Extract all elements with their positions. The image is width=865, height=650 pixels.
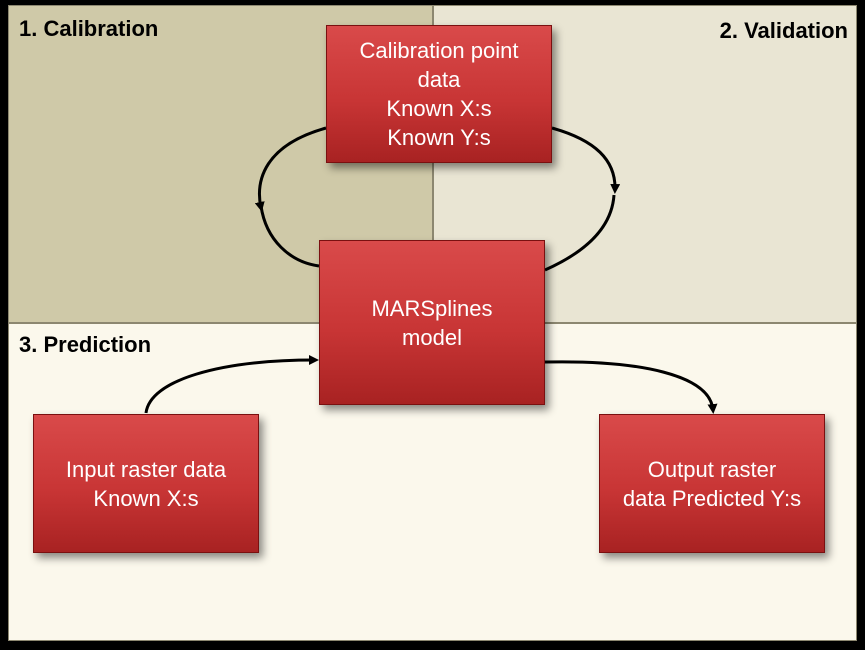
calibration-point-data-box: Calibration point data Known X:s Known Y…: [326, 25, 552, 163]
prediction-title: 3. Prediction: [19, 332, 152, 357]
input-raster-line-2: Known X:s: [93, 485, 199, 511]
output-raster-line-2: data Predicted Y:s: [622, 485, 802, 511]
validation-title: 2. Validation: [719, 18, 848, 43]
model-line-1: MARSplines: [371, 295, 493, 321]
output-raster-line-1: Output raster: [647, 456, 777, 482]
input-raster-box: Input raster data Known X:s: [33, 414, 259, 553]
calibration-data-line-1: Calibration point: [359, 38, 519, 63]
validation-region: 2. Validation: [433, 5, 857, 323]
input-raster-line-1: Input raster data: [65, 456, 227, 482]
model-line-2: model: [402, 324, 462, 350]
calibration-data-line-2: data: [417, 67, 461, 92]
output-raster-box: Output raster data Predicted Y:s: [599, 414, 825, 553]
calibration-data-line-3: Known X:s: [386, 96, 492, 121]
calibration-title: 1. Calibration: [19, 16, 159, 41]
marsplines-model-box: MARSplines model: [319, 240, 545, 405]
calibration-data-line-4: Known Y:s: [387, 125, 491, 150]
